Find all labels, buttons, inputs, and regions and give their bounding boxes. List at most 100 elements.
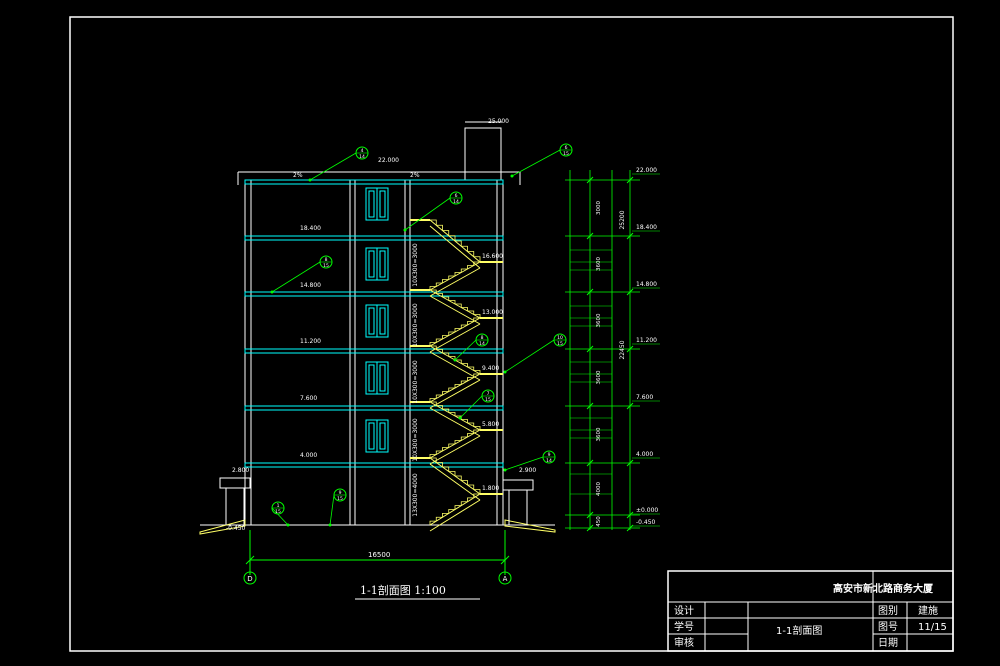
landing-elevation: 1.800	[482, 485, 499, 492]
callout-reference: 14	[479, 341, 485, 347]
right-elevation: 11.200	[636, 337, 657, 344]
floor-elevation: 18.400	[300, 225, 321, 232]
span-dimension-text: 16500	[368, 551, 390, 559]
inner-dimension: 3600	[596, 427, 602, 441]
landing-elevation: 16.600	[482, 253, 503, 260]
stair-flight	[429, 429, 481, 465]
ground-elevation-left: -0.450	[226, 525, 246, 532]
callout-bubble: 915	[328, 488, 347, 527]
window	[365, 419, 389, 453]
stair-flight	[429, 261, 481, 297]
category-label: 图别	[878, 605, 898, 617]
floor-elevation: 14.800	[300, 282, 321, 289]
floor-elevation: 7.600	[300, 395, 317, 402]
callout-number: 6	[455, 193, 458, 199]
tower-elevation: 25.000	[488, 118, 509, 125]
right-elevation: 18.400	[636, 224, 657, 231]
stair-flight	[429, 289, 481, 325]
inner-dimension: 3600	[596, 370, 602, 384]
right-elevation: ±0.000	[636, 507, 658, 514]
right-canopy	[502, 479, 534, 525]
span-dimension	[245, 530, 510, 575]
stair-flight	[429, 401, 481, 437]
slope-label-left: 2%	[293, 172, 303, 179]
floor-slab	[244, 405, 504, 411]
title-block	[667, 570, 954, 652]
left-canopy	[219, 477, 251, 525]
callout-number: 9	[339, 490, 342, 496]
floor-slab	[244, 235, 504, 241]
callout-number: 7	[487, 391, 490, 397]
callout-bubble: 715	[458, 389, 495, 420]
stair-dimension: 10X300=3000	[412, 303, 419, 347]
callout-number: 8	[325, 257, 328, 263]
callout-bubble: 914	[503, 450, 556, 472]
number-value: 11/15	[918, 622, 947, 633]
callout-number: 8	[481, 335, 484, 341]
date-label: 日期	[878, 637, 898, 649]
floor-elevation: 4.000	[300, 452, 317, 459]
landing-elevation: 9.400	[482, 365, 499, 372]
outer-dimension: 22450	[619, 340, 626, 359]
number-label: 图号	[878, 621, 898, 633]
right-elevation: 22.000	[636, 167, 657, 174]
right-elevation: 14.800	[636, 281, 657, 288]
callout-number: 9	[548, 452, 551, 458]
student-id-label: 学号	[674, 620, 694, 633]
callout-reference: 15	[557, 341, 563, 347]
axis-label-left: D	[247, 575, 252, 583]
right-dimension-chain: 300036003600360036004000450252002245022.…	[565, 167, 660, 532]
inner-dimension: 450	[596, 516, 602, 527]
floor-slab	[244, 462, 504, 468]
callout-reference: 15	[323, 263, 329, 269]
review-label: 审核	[674, 636, 694, 649]
right-elevation: -0.450	[636, 519, 656, 526]
callout-bubble: 814	[453, 333, 489, 362]
window	[365, 361, 389, 395]
callout-bubble: 815	[270, 255, 333, 294]
callout-number: 4	[361, 148, 364, 154]
category-value: 建施	[918, 604, 938, 617]
sheet-border	[69, 16, 954, 652]
stair-dimension: 10X300=3000	[412, 243, 419, 287]
floor-elevation: 11.200	[300, 338, 321, 345]
inner-dimension: 3600	[596, 257, 602, 271]
stair-flight	[429, 457, 481, 501]
inner-dimension: 3000	[596, 201, 602, 215]
stair-flight	[429, 493, 481, 532]
stair-flight	[429, 317, 481, 353]
stair-dimension: 10X300=3000	[412, 360, 419, 404]
stair-flight	[429, 345, 481, 381]
callout-bubble: 614	[403, 191, 463, 232]
stair-dimension: 13X300=4000	[412, 473, 419, 517]
right-elevation: 4.000	[636, 451, 653, 458]
building-section	[199, 121, 556, 535]
callout-bubble: 615	[510, 143, 573, 178]
window	[365, 247, 389, 281]
floor-slab	[244, 291, 504, 297]
project-name: 高安市新北路商务大厦	[833, 582, 934, 595]
callout-number: 1	[277, 503, 280, 509]
axis-label-right: A	[503, 575, 508, 583]
axis-bubble-left	[243, 571, 257, 585]
callout-number: 6	[565, 145, 568, 151]
callout-reference: 14	[359, 154, 365, 160]
drawing-title: 1-1剖面图 1:100	[360, 583, 446, 597]
callout-bubble: 115	[271, 501, 290, 527]
floor-slab	[244, 348, 504, 354]
stair-flight	[429, 219, 481, 269]
roof-elevation: 22.000	[378, 157, 399, 164]
landing-elevation: 13.000	[482, 309, 503, 316]
inner-dimension: 3600	[596, 313, 602, 327]
callout-reference: 15	[275, 509, 281, 515]
landing-elevation: 5.800	[482, 421, 499, 428]
floor-slab	[244, 179, 504, 185]
canopy-elevation-right: 2.900	[519, 467, 536, 474]
drawing-name: 1-1剖面图	[776, 624, 822, 637]
callout-reference: 14	[546, 458, 552, 464]
callout-reference: 15	[485, 397, 491, 403]
window	[365, 187, 389, 221]
callout-reference: 15	[337, 496, 343, 502]
